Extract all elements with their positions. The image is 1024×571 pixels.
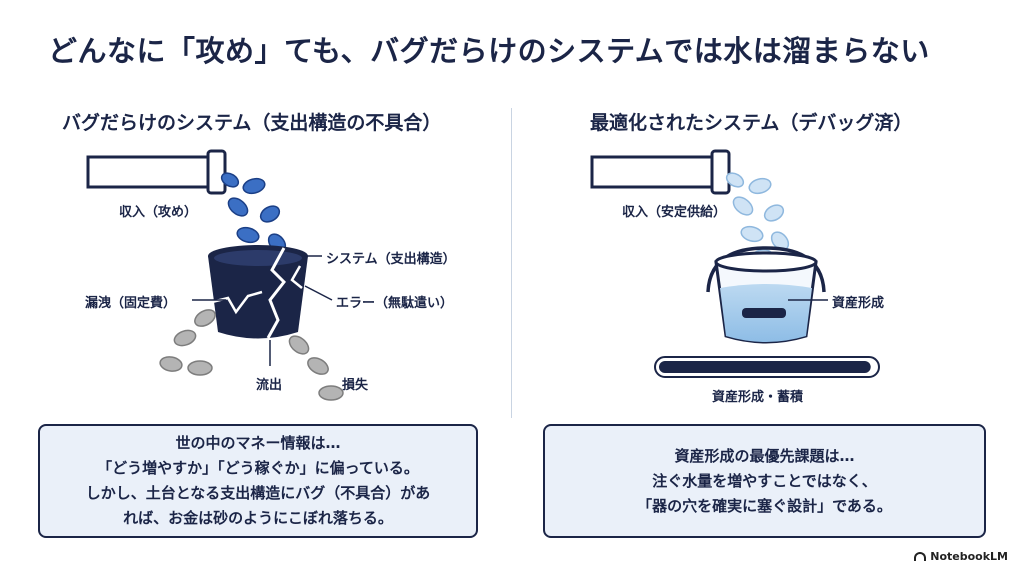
- leak-label: 漏洩（固定費）: [85, 296, 177, 311]
- asset-progress-bar: [654, 356, 880, 378]
- left-box-line: 世の中のマネー情報は…: [175, 434, 341, 452]
- loss-label: 損失: [342, 378, 369, 393]
- broken-bucket: [208, 245, 308, 339]
- income-pipe-right: [590, 149, 731, 195]
- income-label-left: 収入（攻め）: [119, 205, 198, 220]
- right-panel-title: 最適化されたシステム（デバッグ済）: [590, 112, 913, 134]
- notebooklm-icon: [914, 552, 927, 561]
- income-label-right: 収入（安定供給）: [622, 205, 727, 220]
- system-label: システム（支出構造）: [326, 252, 456, 267]
- outflow-label: 流出: [256, 378, 283, 393]
- leader-lines-left: [192, 255, 333, 366]
- right-box-line: 資産形成の最優先課題は…: [674, 446, 855, 465]
- left-box-line: しかし、土台となる支出構造にバグ（不具合）があ: [85, 484, 431, 502]
- left-panel-title: バグだらけのシステム（支出構造の不具合）: [62, 112, 442, 134]
- right-box-line: 注ぐ水量を増やすことではなく、: [652, 471, 877, 490]
- left-box-line: れば、お金は砂のようにこぼれ落ちる。: [123, 509, 393, 527]
- brand-name: NotebookLM: [930, 550, 1008, 563]
- panel-divider: [511, 108, 512, 418]
- coin-leaking: [159, 309, 344, 401]
- left-box-line: 「どう増やすか」「どう稼ぐか」に偏っている。: [97, 459, 419, 477]
- error-label: エラー（無駄遣い）: [336, 296, 454, 311]
- progress-label: 資産形成・蓄積: [712, 390, 804, 405]
- right-box-line: 「器の穴を確実に塞ぐ設計」である。: [637, 496, 892, 515]
- progress-fill: [659, 361, 871, 373]
- optimized-bucket: [706, 246, 828, 344]
- page-title: どんなに「攻め」ても、バグだらけのシステムでは水は溜まらない: [48, 34, 930, 68]
- left-summary-box: 世の中のマネー情報は… 「どう増やすか」「どう稼ぐか」に偏っている。 しかし、土…: [38, 424, 478, 538]
- right-summary-box: 資産形成の最優先課題は… 注ぐ水量を増やすことではなく、 「器の穴を確実に塞ぐ設…: [543, 424, 986, 538]
- notebooklm-watermark: NotebookLM: [914, 550, 1008, 563]
- asset-label: 資産形成: [832, 296, 885, 311]
- income-pipe-left: [86, 149, 227, 195]
